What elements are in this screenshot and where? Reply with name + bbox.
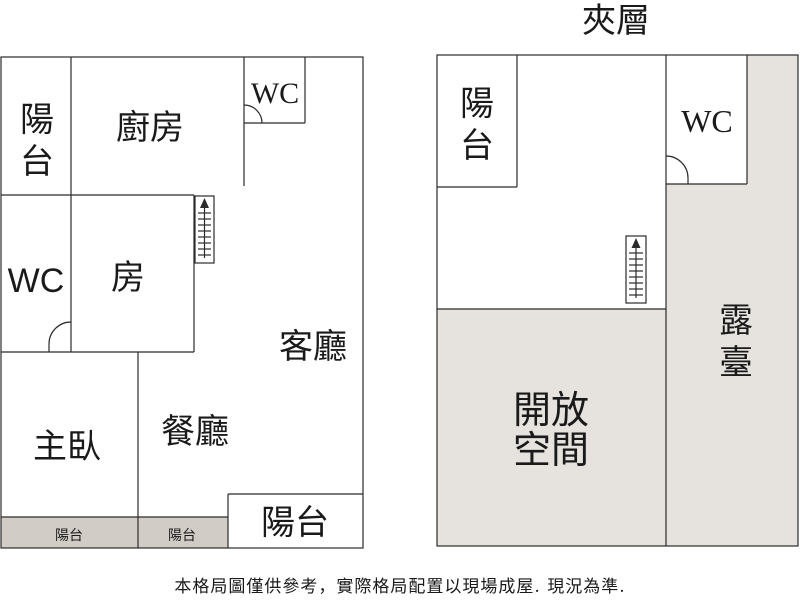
open-space-label-1: 開放 <box>513 388 589 432</box>
balcony-big-label: 陽台 <box>261 503 329 543</box>
balcony-strip-2-fill <box>138 517 228 548</box>
stairs-icon <box>625 235 647 304</box>
open-space-label-2: 空間 <box>513 428 589 472</box>
mezzanine-wc-label: WC <box>681 103 733 139</box>
balcony-top-label-2: 台 <box>20 142 54 182</box>
balcony-strip-1-label: 陽台 <box>55 528 83 544</box>
wc-top-label: WC <box>251 77 299 110</box>
mezzanine-outline <box>436 54 799 547</box>
mezzanine-balcony-label-2: 台 <box>460 126 494 166</box>
terrace-label-1: 露 <box>719 301 753 341</box>
room-label: 房 <box>111 258 145 298</box>
door-swing-icon <box>665 155 689 184</box>
master-bedroom-label: 主臥 <box>33 427 101 467</box>
wc-left-label: WC <box>8 262 65 300</box>
mezzanine-plan: 夾層 陽 台 WC <box>436 1 799 547</box>
stairs-icon <box>194 195 215 264</box>
kitchen-label: 廚房 <box>116 108 184 148</box>
balcony-strip-1-fill <box>1 517 138 548</box>
living-room-label: 客廳 <box>279 327 347 367</box>
disclaimer-note: 本格局圖僅供參考，實際格局配置以現場成屋. 現況為準. <box>174 577 626 597</box>
terrace-fill <box>666 55 798 546</box>
mezzanine-title: 夾層 <box>582 1 650 41</box>
main-floor-plan: 陽 台 廚房 WC WC 房 客廳 主臥 餐廳 陽台 陽台 陽台 <box>0 56 364 549</box>
balcony-strip-2-label: 陽台 <box>168 528 196 544</box>
door-swing-icon <box>48 321 72 352</box>
dining-room-label: 餐廳 <box>161 412 229 452</box>
mezzanine-balcony-label-1: 陽 <box>460 84 494 124</box>
open-space-fill <box>437 309 666 546</box>
terrace-label-2: 臺 <box>719 343 753 383</box>
balcony-top-label-1: 陽 <box>20 100 54 140</box>
main-floor-outline <box>0 56 364 549</box>
door-swing-icon <box>243 104 263 124</box>
